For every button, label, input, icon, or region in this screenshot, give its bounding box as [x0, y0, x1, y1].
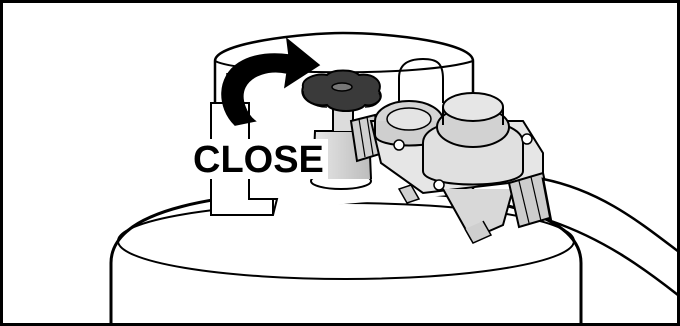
- propane-tank: [111, 191, 581, 326]
- close-instruction-label: CLOSE: [189, 139, 328, 179]
- valve-handwheel: [302, 71, 381, 112]
- propane-tank-valve-illustration: [3, 3, 680, 326]
